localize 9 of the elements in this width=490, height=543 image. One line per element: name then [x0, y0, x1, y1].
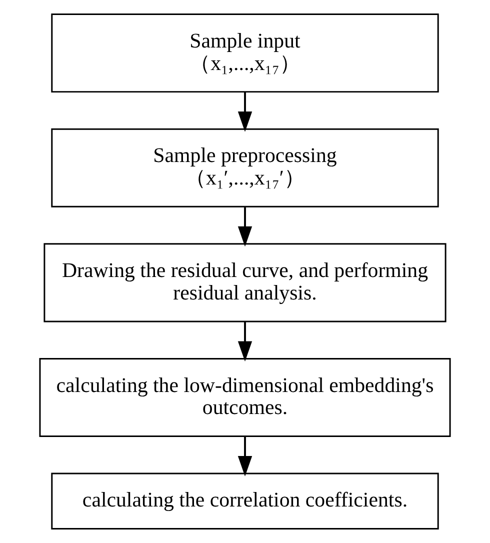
arrow — [238, 436, 252, 476]
node-box: calculating the low-dimensional embedding's outcomes. — [39, 358, 451, 438]
arrow — [238, 322, 252, 362]
node-box: Drawing the residual curve, and performing residual analysis. — [44, 243, 446, 322]
node-box: Sample input （x₁,...,x₁₇） — [51, 14, 439, 93]
arrow — [238, 207, 252, 247]
arrow — [238, 92, 252, 132]
node-box: calculating the correlation coefficients. — [51, 472, 439, 530]
node-box: Sample preprocessing （x₁′,...,x₁₇′） — [51, 128, 439, 208]
